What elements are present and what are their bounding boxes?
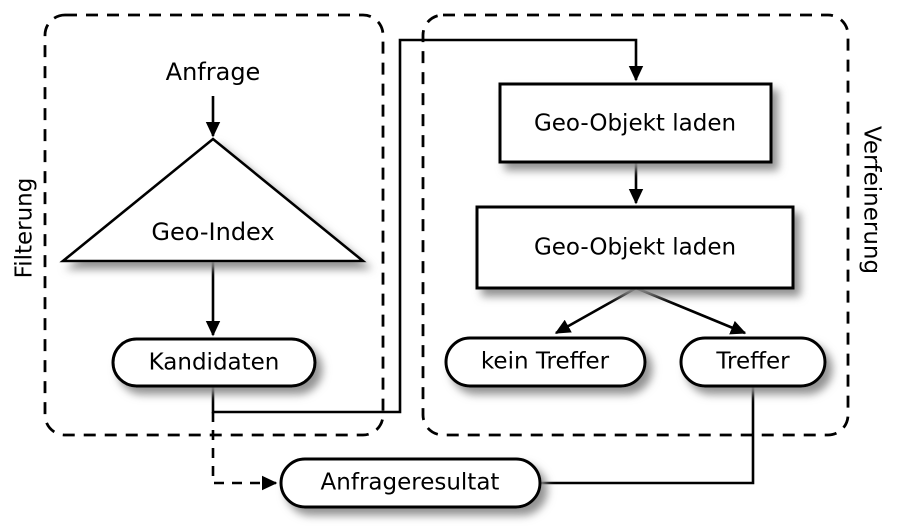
node-geo-objekt-laden-1-label: Geo-Objekt laden [534,111,736,137]
node-kandidaten: Kandidaten [111,337,317,388]
node-treffer: Treffer [679,336,827,388]
edge-geo-objekt-laden-2-to-kein-treffer [554,286,637,335]
group-verfeinerung-border [421,13,850,437]
node-anfrage-label: Anfrage [166,58,261,86]
node-anfrageresultat-shape [279,457,542,509]
node-treffer-label: Treffer [715,349,790,375]
edge-geo-objekt-laden-2-to-treffer [635,286,747,335]
node-geo-index-shape [59,137,367,263]
edge-kandidaten-to-geo-objekt-laden-1 [211,38,644,414]
node-geo-objekt-laden-2-shape [475,205,795,290]
group-filterung-label: Filterung [12,178,38,279]
node-kein-treffer-label: kein Treffer [481,349,610,375]
node-anfrageresultat: Anfrageresultat [279,457,542,509]
node-kein-treffer-shape [444,336,647,388]
node-kandidaten-label: Kandidaten [149,350,280,376]
node-geo-objekt-laden-1: Geo-Objekt laden [498,82,773,164]
node-geo-objekt-laden-2: Geo-Objekt laden [475,205,795,290]
edge-treffer-to-anfrageresultat [537,386,755,485]
group-verfeinerung: Verfeinerung [421,13,885,437]
node-geo-index: Geo-Index [59,137,367,263]
group-verfeinerung-label: Verfeinerung [859,126,885,274]
node-geo-objekt-laden-1-shape [498,82,773,164]
node-anfrageresultat-label: Anfrageresultat [321,470,500,496]
node-geo-index-label: Geo-Index [151,218,274,246]
edge-kandidaten-to-anfrageresultat-dashed [211,412,278,491]
node-anfrage: Anfrage [166,58,261,86]
node-kandidaten-shape [111,337,317,388]
node-treffer-shape [679,336,827,388]
node-kein-treffer: kein Treffer [444,336,647,388]
node-geo-objekt-laden-2-label: Geo-Objekt laden [534,235,736,261]
